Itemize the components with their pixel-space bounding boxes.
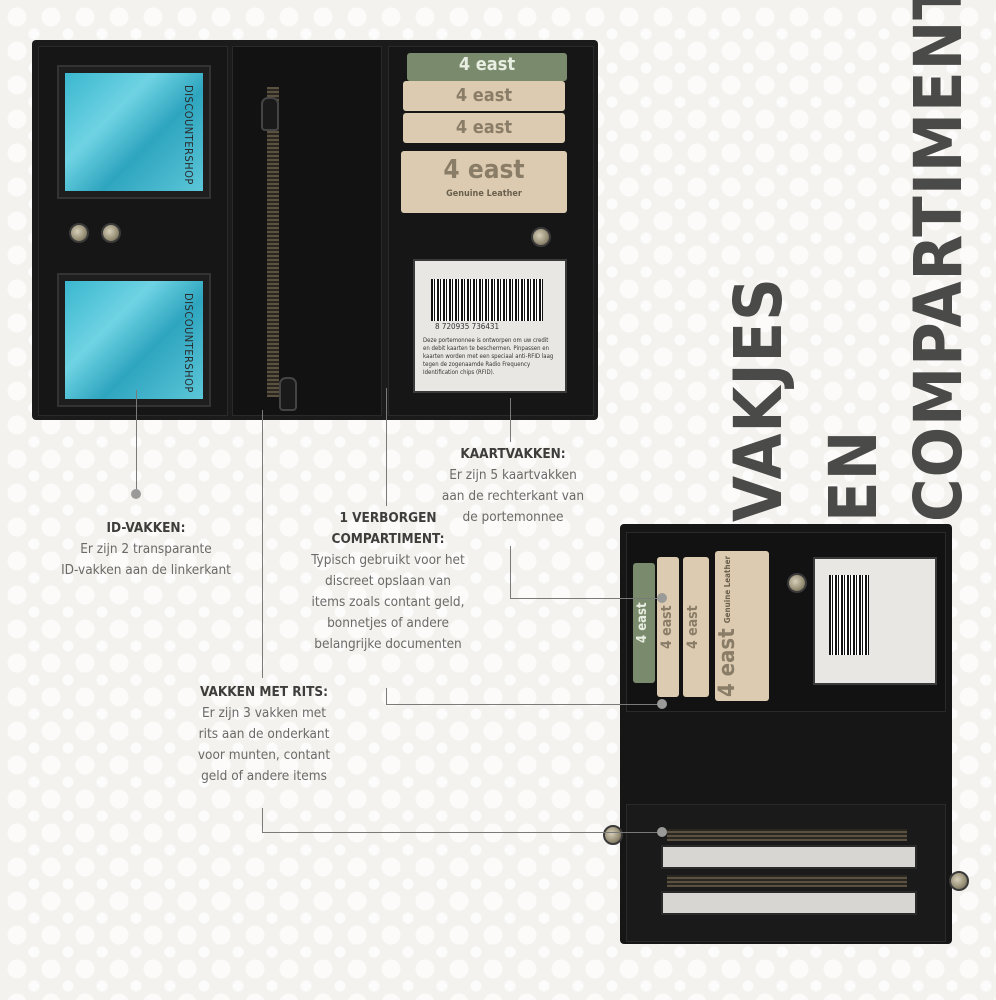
card-window-transparent xyxy=(813,557,937,685)
card-slot-3: 4 east xyxy=(403,113,565,143)
callout-dot-zipper xyxy=(657,827,667,837)
snap-button-icon xyxy=(531,227,551,247)
callout-line-hidden-bottom xyxy=(386,688,387,704)
zipper-compartments xyxy=(603,804,969,942)
zipper-icon xyxy=(667,829,907,841)
callout-hidden-line-2: discreet opslaan van xyxy=(325,573,451,589)
callout-cards-line-1: Er zijn 5 kaartvakken xyxy=(449,467,577,483)
barcode xyxy=(431,279,543,321)
callout-zipper-heading: VAKKEN MET RITS: xyxy=(199,684,329,700)
callout-dot-id xyxy=(131,489,141,499)
id-window-bottom: DISCOUNTERSHOP xyxy=(57,273,211,407)
callout-id-heading: ID-VAKKEN: xyxy=(106,520,186,536)
callout-vakken-met-rits: VAKKEN MET RITS: Er zijn 3 vakken met ri… xyxy=(176,682,352,787)
id-card-image: DISCOUNTERSHOP xyxy=(65,281,203,399)
zipper-lining xyxy=(661,891,917,915)
card-brand: 4 east xyxy=(685,605,701,649)
title-line-2: EN xyxy=(815,429,892,522)
wallet-right-panel: 4 east 4 east 4 east 4 east Genuine Leat… xyxy=(388,46,594,416)
id-card-text: DISCOUNTERSHOP xyxy=(182,85,195,185)
callout-hidden-line-1: Typisch gebruikt voor het xyxy=(311,552,465,568)
callout-line-cards-top xyxy=(510,398,511,442)
card-slot-side-4: 4 east Genuine Leather xyxy=(715,551,769,701)
callout-hidden-heading-1: 1 VERBORGEN xyxy=(339,510,437,526)
callout-hidden-line-3: items zoals contant geld, xyxy=(311,594,465,610)
title-line-1: VAKJES xyxy=(720,277,797,522)
snap-button-icon xyxy=(69,223,89,243)
callout-dot-hidden xyxy=(657,699,667,709)
callout-hidden-line-5: belangrijke documenten xyxy=(314,636,462,652)
card-brand-sub: Genuine Leather xyxy=(723,555,732,623)
snap-button-icon xyxy=(101,223,121,243)
id-card-image: DISCOUNTERSHOP xyxy=(65,73,203,191)
rfid-note: Deze portemonnee is ontworpen om uw cred… xyxy=(423,337,554,376)
wallet-open-top: DISCOUNTERSHOP DISCOUNTERSHOP 4 east 4 e… xyxy=(32,40,598,420)
snap-button-icon xyxy=(603,825,623,845)
bottom-card-panel: 4 east 4 east 4 east 4 east Genuine Leat… xyxy=(626,532,946,712)
callout-dot-cards xyxy=(657,593,667,603)
callout-hidden-heading-2: COMPARTIMENT: xyxy=(331,531,445,547)
callout-id-vakken: ID-VAKKEN: Er zijn 2 transparante ID-vak… xyxy=(56,518,236,581)
zipper-icon xyxy=(667,875,907,887)
card-window-transparent: 8 720935 736431 Deze portemonnee is ontw… xyxy=(413,259,567,393)
title-line-3: COMPARTIMENTEN xyxy=(900,0,977,522)
barcode-digits: 8 720935 736431 xyxy=(435,322,500,331)
card-slot-side-3: 4 east xyxy=(683,557,709,697)
callout-line-id xyxy=(136,390,137,494)
zipper-pull-icon xyxy=(261,97,279,131)
card-slot-1: 4 east xyxy=(407,53,567,81)
callout-cards-heading: KAARTVAKKEN: xyxy=(460,446,566,462)
callout-cards-line-3: de portemonnee xyxy=(462,509,564,525)
callout-cards-line-2: aan de rechterkant van xyxy=(441,488,585,504)
callout-kaartvakken: KAARTVAKKEN: Er zijn 5 kaartvakken aan d… xyxy=(428,444,598,528)
card-brand-sub: Genuine Leather xyxy=(446,189,522,199)
callout-line-cards-horizontal xyxy=(510,598,662,599)
callout-line-zipper-vertical xyxy=(262,410,263,678)
callout-hidden-line-4: bonnetjes of andere xyxy=(327,615,449,631)
barcode xyxy=(829,575,869,655)
card-brand: 4 east xyxy=(458,54,516,75)
card-slot-side-1: 4 east xyxy=(633,563,655,683)
card-brand: 4 east xyxy=(715,627,740,697)
card-brand: 4 east xyxy=(443,155,525,185)
callout-line-cards-down xyxy=(510,546,511,598)
card-brand: 4 east xyxy=(635,602,650,644)
callout-zipper-line-3: voor munten, contant xyxy=(197,747,331,763)
card-brand: 4 east xyxy=(455,85,513,106)
callout-hidden-compartment: 1 VERBORGEN COMPARTIMENT: Typisch gebrui… xyxy=(298,508,478,655)
callout-zipper-line-4: geld of andere items xyxy=(201,768,327,784)
snap-button-icon xyxy=(787,573,807,593)
callout-line-hidden-top xyxy=(386,388,387,506)
id-window-top: DISCOUNTERSHOP xyxy=(57,65,211,199)
callout-line-hidden-horizontal xyxy=(386,704,662,705)
zipper-pull-icon xyxy=(279,377,297,411)
callout-id-line-1: Er zijn 2 transparante xyxy=(80,541,212,557)
wallet-left-panel: DISCOUNTERSHOP DISCOUNTERSHOP xyxy=(38,46,228,416)
card-slot-2: 4 east xyxy=(403,81,565,111)
zipper-lining xyxy=(661,845,917,869)
card-brand: 4 east xyxy=(455,117,513,138)
zipper-icon xyxy=(267,87,279,397)
snap-button-icon xyxy=(949,871,969,891)
wallet-open-bottom: 4 east 4 east 4 east 4 east Genuine Leat… xyxy=(603,524,969,944)
card-slot-side-2: 4 east xyxy=(657,557,679,697)
card-slot-4: 4 east Genuine Leather xyxy=(401,151,567,213)
callout-id-line-2: ID-vakken aan de linkerkant xyxy=(61,562,231,578)
callout-zipper-line-2: rits aan de onderkant xyxy=(198,726,330,742)
hidden-compartment xyxy=(232,46,382,416)
callout-zipper-line-1: Er zijn 3 vakken met xyxy=(201,705,327,721)
id-card-text: DISCOUNTERSHOP xyxy=(182,293,195,393)
callout-line-zipper-horizontal xyxy=(262,832,662,833)
callout-line-zipper-down xyxy=(262,808,263,832)
card-brand: 4 east xyxy=(659,605,675,649)
